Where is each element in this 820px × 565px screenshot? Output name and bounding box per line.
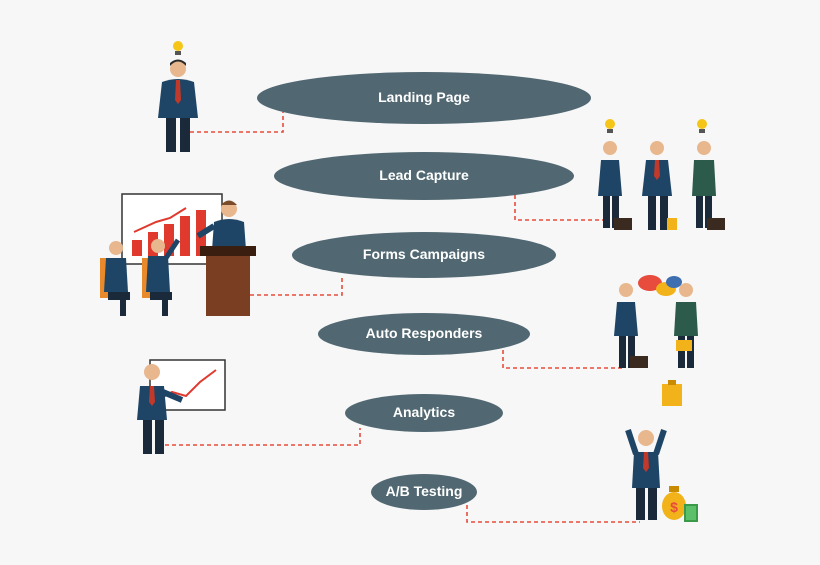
winner: $ bbox=[625, 429, 698, 522]
connector-auto-responders bbox=[502, 350, 622, 369]
handshake-group bbox=[598, 119, 725, 230]
lightbulb-icon bbox=[605, 119, 707, 133]
person-idea bbox=[158, 41, 198, 152]
pill-landing-page bbox=[257, 72, 591, 124]
podium-icon bbox=[200, 246, 256, 316]
connector-ab-testing bbox=[466, 505, 640, 523]
connector-analytics bbox=[165, 428, 361, 446]
pill-auto-responders bbox=[318, 313, 530, 355]
conversation-pair bbox=[614, 275, 698, 406]
dollar-cash-icon bbox=[684, 504, 698, 522]
analyst bbox=[137, 359, 226, 454]
pill-forms-campaigns bbox=[292, 232, 556, 278]
svg-text:$: $ bbox=[670, 499, 678, 515]
pill-ab-testing bbox=[371, 474, 477, 510]
money-bag-icon: $ bbox=[662, 486, 686, 520]
connectors bbox=[165, 112, 640, 523]
speech-bubble-icon bbox=[638, 275, 682, 296]
lightbulb-icon bbox=[173, 41, 183, 55]
connector-landing-page bbox=[190, 112, 284, 133]
presenter bbox=[196, 200, 246, 250]
connector-forms-campaigns bbox=[250, 275, 343, 296]
pill-lead-capture bbox=[274, 152, 574, 200]
briefcase-icon bbox=[614, 218, 725, 230]
presentation-scene bbox=[100, 193, 256, 316]
connector-lead-capture bbox=[514, 195, 605, 221]
pill-analytics bbox=[345, 394, 503, 432]
step-pills bbox=[257, 72, 591, 510]
briefcase-icon bbox=[630, 340, 692, 406]
audience bbox=[104, 238, 181, 316]
